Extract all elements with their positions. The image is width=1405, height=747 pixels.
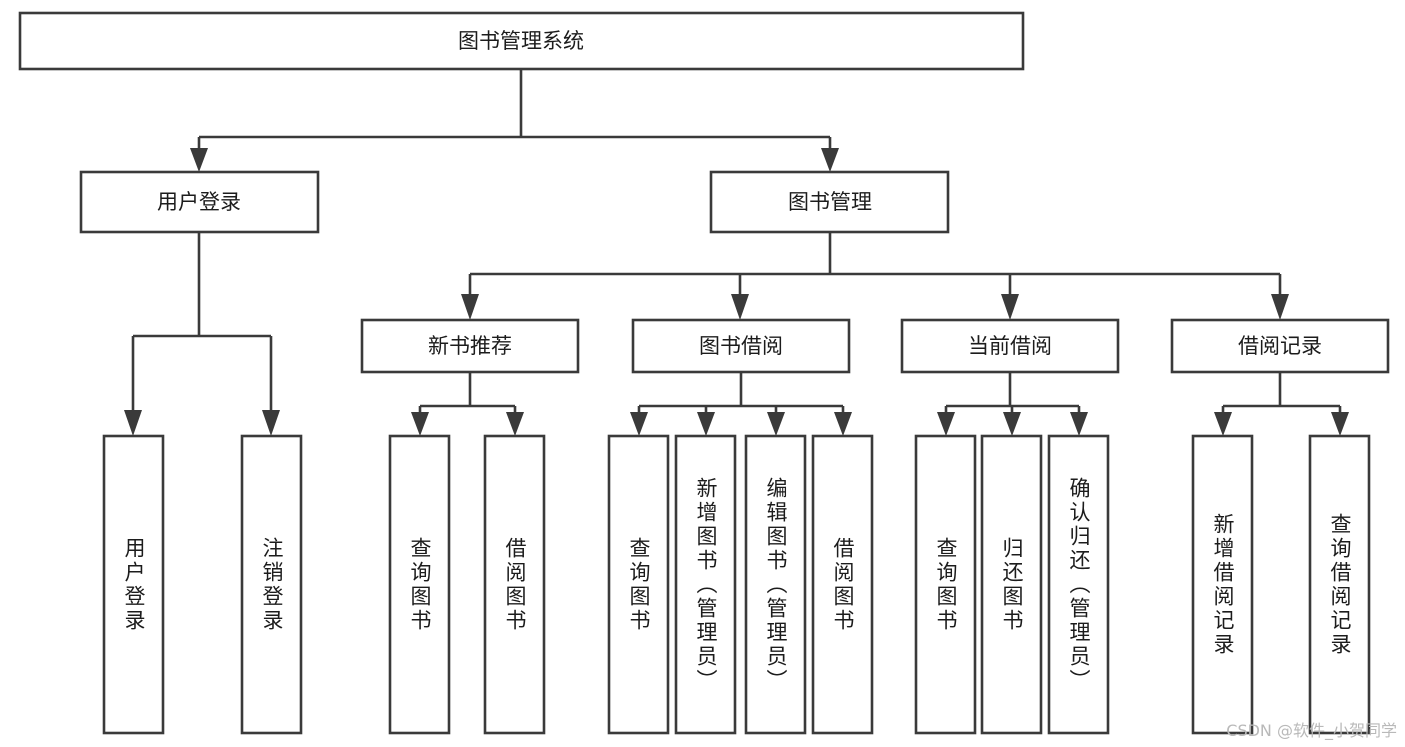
arrow-new-book-leaf-2 bbox=[506, 412, 524, 436]
arrow-to-new-book bbox=[461, 294, 479, 320]
borrow-record-label: 借阅记录 bbox=[1238, 334, 1322, 358]
edge-current-borrow-to-leaves bbox=[937, 372, 1088, 436]
arrow-to-book-manage bbox=[821, 148, 839, 172]
new-book-recommend-label: 新书推荐 bbox=[428, 334, 512, 358]
leaf-box-book-borrow-2[interactable] bbox=[674, 434, 737, 735]
root-box[interactable] bbox=[18, 11, 1025, 71]
arrow-book-borrow-leaf-2 bbox=[697, 412, 715, 436]
node-borrow-record[interactable]: 借阅记录 bbox=[1170, 318, 1390, 374]
edge-root-to-level2 bbox=[190, 69, 839, 172]
node-new-book-recommend[interactable]: 新书推荐 bbox=[360, 318, 580, 374]
arrow-to-current-borrow bbox=[1001, 294, 1019, 320]
book-manage-label: 图书管理 bbox=[788, 190, 872, 214]
node-book-manage[interactable]: 图书管理 bbox=[709, 170, 950, 234]
leaf-box-book-borrow-3[interactable] bbox=[744, 434, 807, 735]
node-user-login[interactable]: 用户登录 bbox=[79, 170, 320, 234]
leaf-box-current-borrow-1[interactable] bbox=[914, 434, 977, 735]
arrow-current-borrow-leaf-3 bbox=[1070, 412, 1088, 436]
leaf-box-user-login-1[interactable] bbox=[102, 434, 165, 735]
csdn-watermark: CSDN @软件_小贺同学 bbox=[1226, 721, 1397, 740]
user-login-label: 用户登录 bbox=[157, 190, 241, 214]
arrow-borrow-record-leaf-1 bbox=[1214, 412, 1232, 436]
edge-new-book-to-leaves bbox=[411, 372, 524, 436]
new-book-recommend-box[interactable] bbox=[360, 318, 580, 374]
arrow-book-borrow-leaf-3 bbox=[767, 412, 785, 436]
node-book-borrow[interactable]: 图书借阅 bbox=[631, 318, 851, 374]
leaf-box-new-book-1[interactable] bbox=[388, 434, 451, 735]
leaf-box-current-borrow-3[interactable] bbox=[1047, 434, 1110, 735]
current-borrow-box[interactable] bbox=[900, 318, 1120, 374]
leaf-box-book-borrow-4[interactable] bbox=[811, 434, 874, 735]
edge-book-manage-to-level3 bbox=[461, 232, 1289, 320]
leaf-box-borrow-record-1[interactable] bbox=[1191, 434, 1254, 735]
leaf-box-new-book-2[interactable] bbox=[483, 434, 546, 735]
arrow-new-book-leaf-1 bbox=[411, 412, 429, 436]
arrow-book-borrow-leaf-4 bbox=[834, 412, 852, 436]
arrow-to-borrow-record bbox=[1271, 294, 1289, 320]
leaf-box-user-login-2[interactable] bbox=[240, 434, 303, 735]
arrow-current-borrow-leaf-1 bbox=[937, 412, 955, 436]
leaf-box-borrow-record-2[interactable] bbox=[1308, 434, 1371, 735]
arrow-user-login-leaf-2 bbox=[262, 410, 280, 436]
arrow-book-borrow-leaf-1 bbox=[630, 412, 648, 436]
edge-book-borrow-to-leaves bbox=[630, 372, 852, 436]
edge-borrow-record-to-leaves bbox=[1214, 372, 1349, 436]
leaf-box-book-borrow-1[interactable] bbox=[607, 434, 670, 735]
node-current-borrow[interactable]: 当前借阅 bbox=[900, 318, 1120, 374]
root-label: 图书管理系统 bbox=[458, 29, 584, 53]
arrow-to-user-login bbox=[190, 148, 208, 172]
edge-user-login-to-leaves bbox=[124, 232, 280, 436]
arrow-current-borrow-leaf-2 bbox=[1003, 412, 1021, 436]
user-login-box[interactable] bbox=[79, 170, 320, 234]
node-root[interactable]: 图书管理系统 bbox=[18, 11, 1025, 71]
arrow-to-book-borrow bbox=[731, 294, 749, 320]
book-borrow-label: 图书借阅 bbox=[699, 334, 783, 358]
arrow-borrow-record-leaf-2 bbox=[1331, 412, 1349, 436]
current-borrow-label: 当前借阅 bbox=[968, 334, 1052, 358]
leaf-box-current-borrow-2[interactable] bbox=[980, 434, 1043, 735]
arrow-user-login-leaf-1 bbox=[124, 410, 142, 436]
